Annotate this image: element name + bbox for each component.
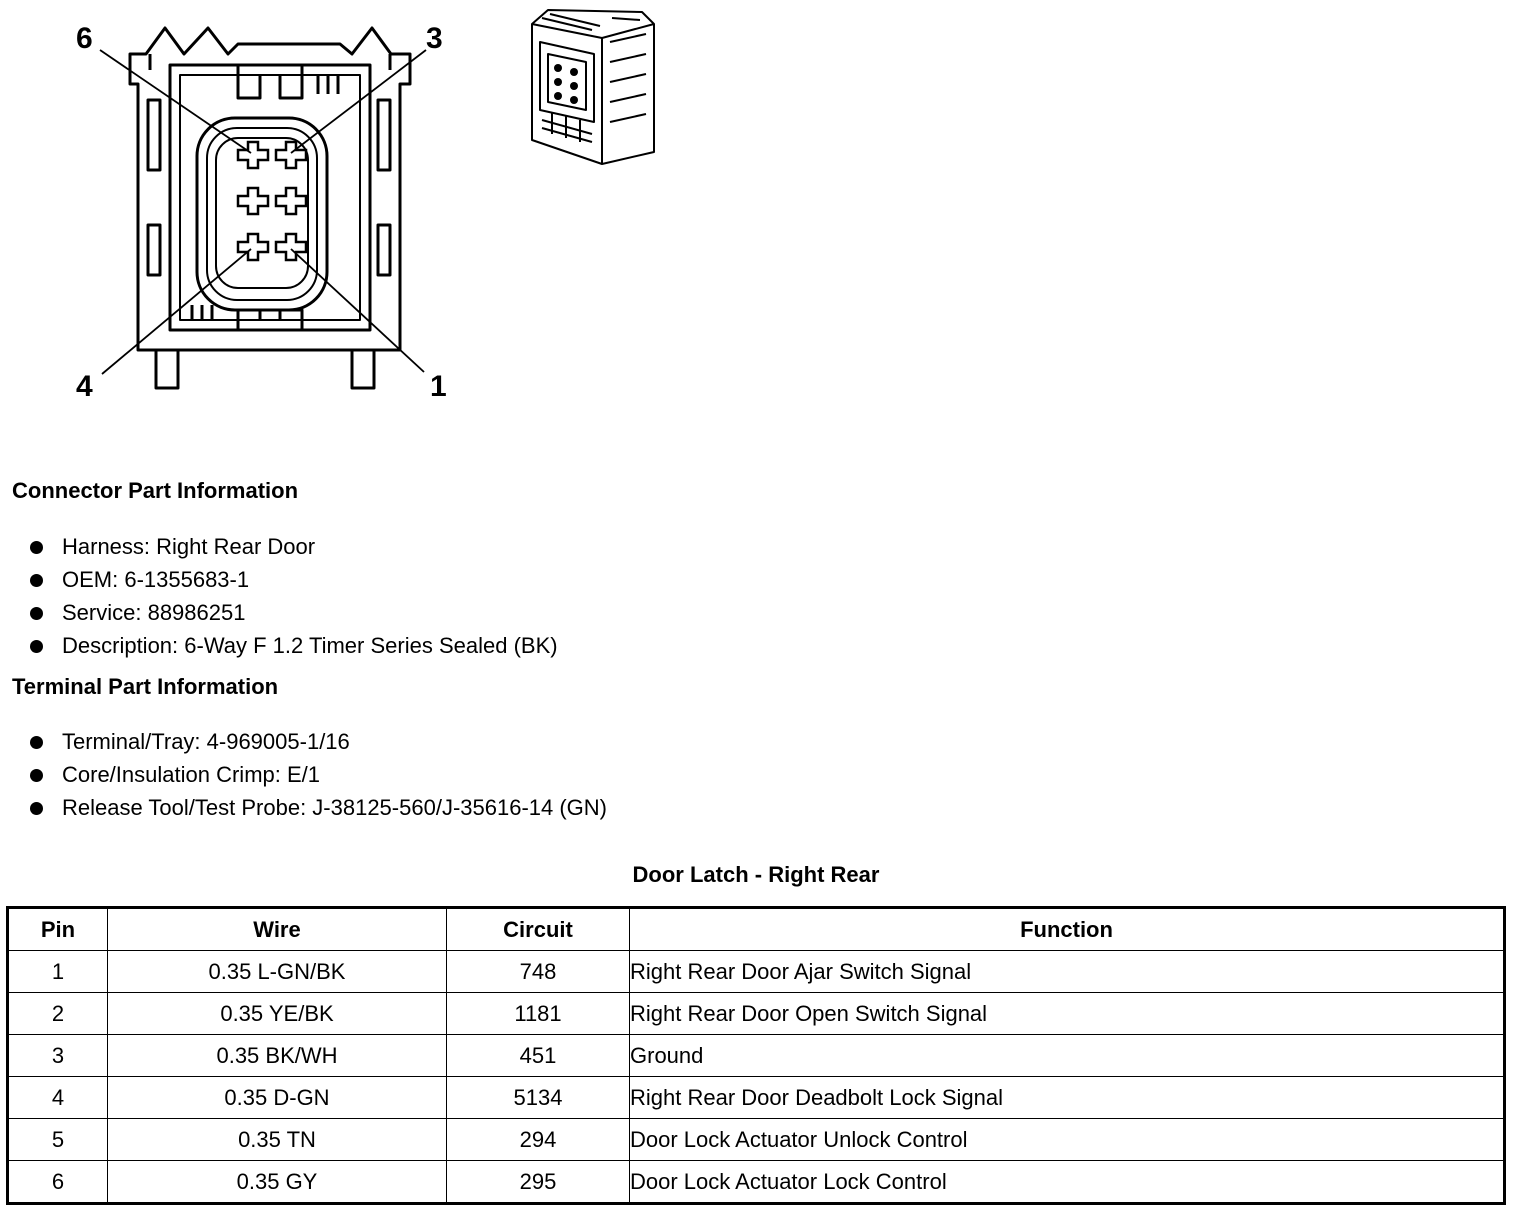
list-item-text: Release Tool/Test Probe: J-38125-560/J-3… (62, 795, 608, 820)
header-function: Function (629, 907, 1505, 951)
pin-table: Pin Wire Circuit Function 1 0.35 L-GN/BK… (6, 906, 1506, 1205)
cell-wire: 0.35 YE/BK (107, 992, 447, 1035)
cell-pin: 2 (7, 992, 108, 1035)
table-title: Door Latch - Right Rear (632, 862, 880, 887)
cell-function: Door Lock Actuator Unlock Control (629, 1118, 1505, 1161)
cell-pin: 6 (7, 1160, 108, 1204)
cell-circuit: 5134 (446, 1076, 630, 1119)
table-row: 6 0.35 GY 295 Door Lock Actuator Lock Co… (7, 1160, 1505, 1204)
cell-wire: 0.35 TN (107, 1118, 447, 1161)
bullet-icon (30, 769, 43, 782)
cell-circuit: 294 (446, 1118, 630, 1161)
cell-pin: 3 (7, 1034, 108, 1077)
cell-function: Door Lock Actuator Lock Control (629, 1160, 1505, 1204)
cell-wire: 0.35 L-GN/BK (107, 950, 447, 993)
cell-pin: 4 (7, 1076, 108, 1119)
list-item-text: Service: 88986251 (62, 600, 246, 625)
connector-face-diagram: 6 3 4 1 (76, 22, 447, 403)
list-item: Release Tool/Test Probe: J-38125-560/J-3… (30, 791, 607, 824)
list-item: Harness: Right Rear Door (30, 530, 558, 563)
list-item-text: OEM: 6-1355683-1 (62, 567, 250, 592)
list-item: Service: 88986251 (30, 596, 558, 629)
bullet-icon (30, 736, 43, 749)
table-row: 2 0.35 YE/BK 1181 Right Rear Door Open S… (7, 992, 1505, 1035)
cell-function: Right Rear Door Deadbolt Lock Signal (629, 1076, 1505, 1119)
list-item-text: Core/Insulation Crimp: E/1 (62, 762, 320, 787)
cell-circuit: 295 (446, 1160, 630, 1204)
cell-circuit: 1181 (446, 992, 630, 1035)
list-item-text: Terminal/Tray: 4-969005-1/16 (62, 729, 350, 754)
table-header-row: Pin Wire Circuit Function (7, 907, 1505, 951)
cell-function: Ground (629, 1034, 1505, 1077)
list-item: Core/Insulation Crimp: E/1 (30, 758, 607, 791)
list-item: OEM: 6-1355683-1 (30, 563, 558, 596)
terminal-part-info-heading: Terminal Part Information (12, 674, 279, 699)
cell-circuit: 451 (446, 1034, 630, 1077)
connector-part-info-list: Harness: Right Rear Door OEM: 6-1355683-… (30, 530, 558, 662)
cell-pin: 5 (7, 1118, 108, 1161)
bullet-icon (30, 607, 43, 620)
bullet-icon (30, 802, 43, 815)
table-row: 4 0.35 D-GN 5134 Right Rear Door Deadbol… (7, 1076, 1505, 1119)
list-item-text: Harness: Right Rear Door (62, 534, 316, 559)
cell-function: Right Rear Door Open Switch Signal (629, 992, 1505, 1035)
connector-iso-icon (531, 9, 655, 165)
list-item-text: Description: 6-Way F 1.2 Timer Series Se… (62, 633, 558, 658)
header-wire: Wire (107, 907, 447, 951)
table-row: 3 0.35 BK/WH 451 Ground (7, 1034, 1505, 1077)
cell-wire: 0.35 BK/WH (107, 1034, 447, 1077)
connector-part-info-heading: Connector Part Information (12, 478, 299, 503)
header-circuit: Circuit (446, 907, 630, 951)
cell-pin: 1 (7, 950, 108, 993)
pin-callout-3: 3 (426, 22, 443, 55)
table-row: 5 0.35 TN 294 Door Lock Actuator Unlock … (7, 1118, 1505, 1161)
table-row: 1 0.35 L-GN/BK 748 Right Rear Door Ajar … (7, 950, 1505, 993)
bullet-icon (30, 541, 43, 554)
cell-circuit: 748 (446, 950, 630, 993)
bullet-icon (30, 640, 43, 653)
list-item: Terminal/Tray: 4-969005-1/16 (30, 725, 607, 758)
cell-wire: 0.35 D-GN (107, 1076, 447, 1119)
pin-callout-6: 6 (76, 22, 93, 55)
pin-callout-4: 4 (76, 370, 93, 403)
cell-wire: 0.35 GY (107, 1160, 447, 1204)
bullet-icon (30, 574, 43, 587)
cell-function: Right Rear Door Ajar Switch Signal (629, 950, 1505, 993)
header-pin: Pin (7, 907, 108, 951)
pin-callout-1: 1 (430, 370, 447, 403)
list-item: Description: 6-Way F 1.2 Timer Series Se… (30, 629, 558, 662)
terminal-part-info-list: Terminal/Tray: 4-969005-1/16 Core/Insula… (30, 725, 607, 824)
